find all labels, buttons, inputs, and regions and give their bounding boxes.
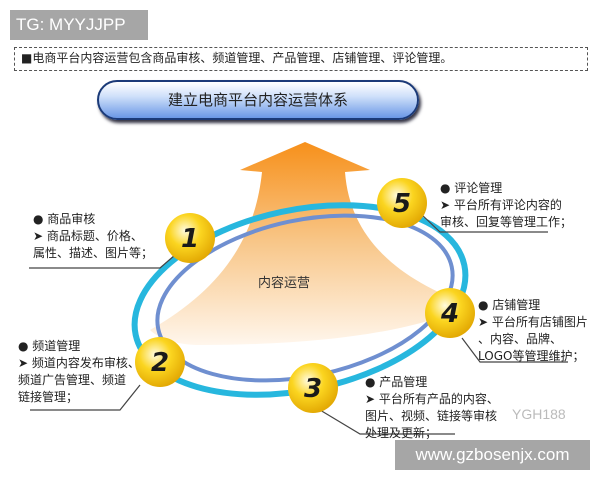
item-heading: ● 产品管理	[365, 375, 428, 389]
step-number-5: 5	[393, 189, 411, 219]
item-line: LOGO等管理维护；	[478, 349, 585, 363]
watermark-top: TG: MYYJJPP	[10, 10, 148, 40]
step-number-4: 4	[440, 299, 459, 329]
watermark-bottom: www.gzbosenjx.com	[395, 440, 590, 470]
step-ball-4	[425, 288, 475, 338]
step-number-1: 1	[181, 224, 199, 254]
step-ball-1	[165, 213, 215, 263]
item-block-3: ● 产品管理 ➤ 平台所有产品的内容、 图片、视频、链接等审核 处理及更新；	[365, 374, 499, 442]
item-line: 图片、视频、链接等审核	[365, 409, 498, 423]
item-heading: ● 频道管理	[18, 339, 81, 353]
summary-banner: ■电商平台内容运营包含商品审核、频道管理、产品管理、店铺管理、评论管理。	[14, 47, 588, 71]
item-line: ➤ 平台所有产品的内容、	[365, 392, 499, 406]
step-number-2: 2	[151, 348, 169, 378]
item-block-4: ● 店铺管理 ➤ 平台所有店铺图片 、内容、品牌、 LOGO等管理维护；	[478, 297, 588, 365]
title-pill: 建立电商平台内容运营体系	[97, 80, 419, 120]
item-line: ➤ 平台所有评论内容的	[440, 198, 562, 212]
item-block-1: ● 商品审核 ➤ 商品标题、价格、 属性、描述、图片等；	[33, 211, 153, 262]
item-heading: ● 商品审核	[33, 212, 96, 226]
step-ball-3	[288, 363, 338, 413]
item-heading: ● 店铺管理	[478, 298, 541, 312]
item-line: ➤ 商品标题、价格、	[33, 229, 143, 243]
item-heading: ● 评论管理	[440, 181, 503, 195]
step-number-3: 3	[304, 374, 322, 404]
item-line: ➤ 平台所有店铺图片	[478, 315, 588, 329]
item-line: ➤ 频道内容发布审核、	[18, 356, 140, 370]
item-line: 、内容、品牌、	[478, 332, 563, 346]
item-block-5: ● 评论管理 ➤ 平台所有评论内容的 审核、回复等管理工作；	[440, 180, 572, 231]
step-ball-5	[377, 178, 427, 228]
item-line: 链接管理；	[18, 390, 79, 404]
item-line: 审核、回复等管理工作；	[440, 215, 573, 229]
watermark-faint: YGH188	[512, 406, 566, 422]
item-block-2: ● 频道管理 ➤ 频道内容发布审核、 频道广告管理、频道 链接管理；	[18, 338, 140, 406]
item-line: 处理及更新；	[365, 426, 438, 440]
center-label: 内容运营	[258, 276, 311, 291]
item-line: 频道广告管理、频道	[18, 373, 127, 387]
item-line: 属性、描述、图片等；	[33, 246, 154, 260]
leader-lines	[29, 212, 568, 435]
growth-arrow	[150, 142, 470, 345]
step-ball-2	[135, 337, 185, 387]
